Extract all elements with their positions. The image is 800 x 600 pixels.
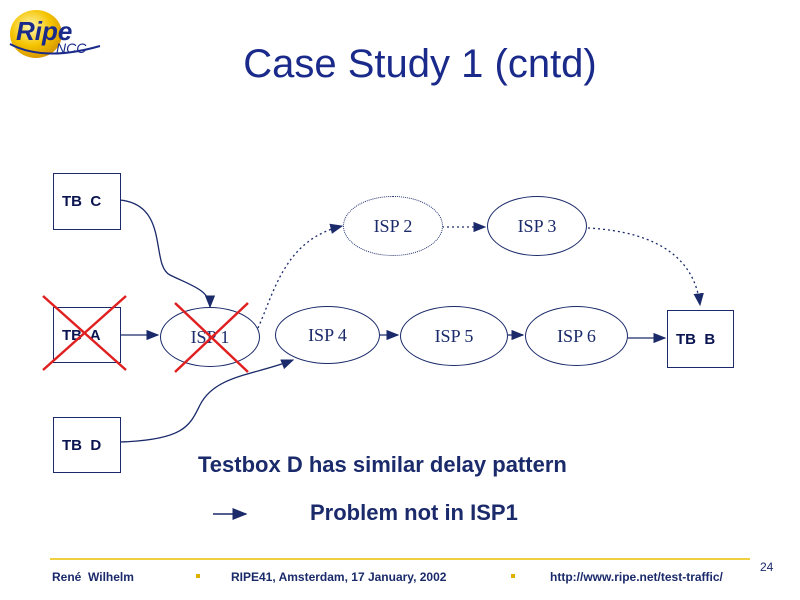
connector-tbc-isp1 [119, 199, 216, 309]
testbox-c: TB C [53, 173, 121, 230]
ripe-ncc-logo: Ripe NCC [4, 4, 104, 62]
footer-url[interactable]: http://www.ripe.net/test-traffic/ [550, 570, 723, 584]
footer-bullet-1 [196, 574, 200, 578]
isp-3-label: ISP 3 [517, 215, 557, 236]
statement-text: Testbox D has similar delay pattern [198, 452, 567, 477]
cross-testbox-a [42, 295, 127, 371]
isp-4-label: ISP 4 [308, 324, 347, 345]
page-number: 24 [760, 560, 774, 574]
testbox-b: TB B [667, 310, 734, 368]
connector-tbd-isp4 [119, 359, 295, 443]
footer-bullet-2 [511, 574, 515, 578]
isp-4: ISP 4 [275, 306, 380, 364]
isp-6-label: ISP 6 [557, 325, 596, 346]
testbox-b-label: TB B [676, 330, 716, 348]
isp-2-label: ISP 2 [373, 215, 413, 236]
isp-5: ISP 5 [400, 306, 508, 366]
isp-6: ISP 6 [525, 306, 628, 366]
footer-author: René Wilhelm [52, 570, 134, 584]
testbox-d-label: TB D [62, 436, 102, 454]
connector-isp3-tbb [587, 227, 704, 307]
connector-isp1-isp2 [257, 223, 344, 329]
isp-5-label: ISP 5 [434, 325, 474, 346]
testbox-c-label: TB C [62, 193, 102, 210]
footer-divider [50, 558, 750, 560]
conclusion-text: Problem not in ISP1 [310, 500, 518, 525]
isp-3: ISP 3 [487, 196, 587, 256]
slide-title: Case Study 1 (cntd) [243, 42, 597, 86]
footer-event: RIPE41, Amsterdam, 17 January, 2002 [231, 570, 447, 584]
testbox-d: TB D [53, 417, 121, 473]
logo-main-text: Ripe [16, 16, 73, 46]
logo-sub-text: NCC [56, 40, 87, 56]
cross-isp-1 [174, 302, 249, 373]
isp-2: ISP 2 [343, 196, 443, 256]
logo-graphic [9, 10, 101, 58]
